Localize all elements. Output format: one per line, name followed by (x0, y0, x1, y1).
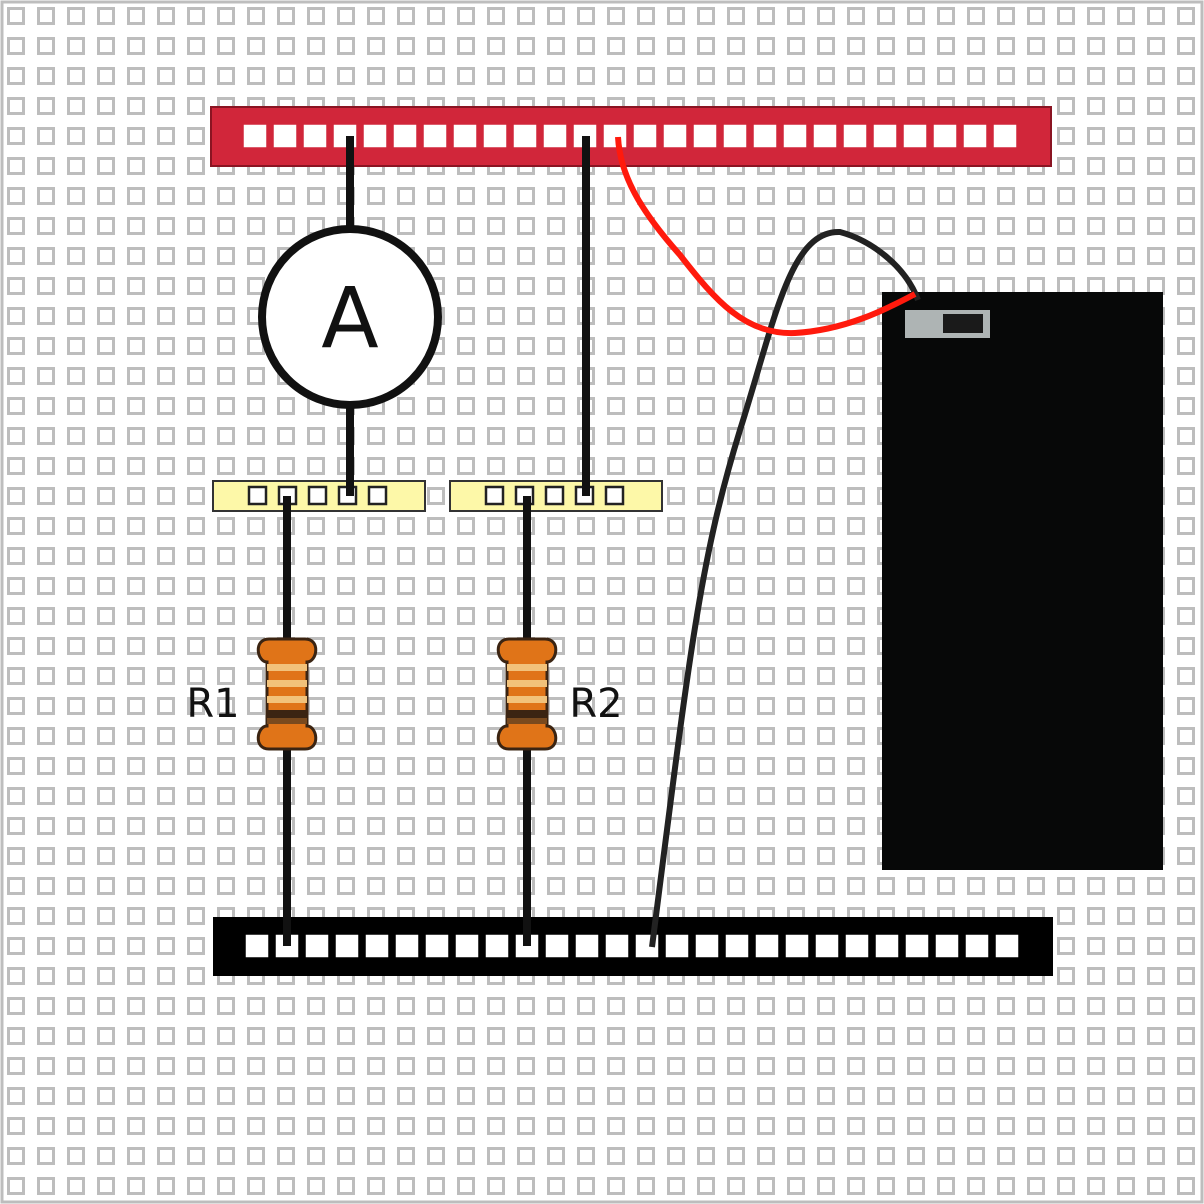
battery-switch-slider[interactable] (943, 314, 983, 333)
positive-rail-hole (693, 124, 717, 148)
positive-rail-hole (873, 124, 897, 148)
positive-rail-hole (843, 124, 867, 148)
wire-battery-negative-lead (649, 228, 921, 948)
positive-rail-hole (663, 124, 687, 148)
positive-rail-hole (393, 124, 417, 148)
ammeter: A (258, 225, 442, 409)
resistor-r1-label: R1 (186, 681, 239, 727)
wire-battery-positive-lead (615, 136, 917, 337)
positive-rail-hole (813, 124, 837, 148)
terminal-strip-right-hole (544, 485, 565, 506)
negative-rail-hole (785, 934, 809, 958)
negative-rail-hole (575, 934, 599, 958)
positive-rail-hole (363, 124, 387, 148)
resistor-r1 (256, 637, 318, 751)
negative-rail-hole (935, 934, 959, 958)
terminal-strip-left-hole (307, 485, 328, 506)
terminal-strip-left (212, 480, 426, 512)
positive-rail-hole (603, 124, 627, 148)
negative-rail-hole (545, 934, 569, 958)
resistor-r1-band-1 (267, 664, 307, 671)
positive-rail-hole (483, 124, 507, 148)
negative-rail (213, 917, 1053, 976)
negative-rail-hole (845, 934, 869, 958)
positive-rail-hole (543, 124, 567, 148)
positive-rail-hole (753, 124, 777, 148)
resistor-r1-band-3 (267, 696, 307, 703)
resistor-r2-body (496, 637, 558, 751)
ammeter-symbol: A (321, 269, 378, 367)
ammeter-circle (258, 225, 442, 409)
negative-rail-hole (875, 934, 899, 958)
negative-rail-hole (605, 934, 629, 958)
positive-rail (210, 106, 1052, 167)
negative-rail-hole (455, 934, 479, 958)
negative-rail-hole (665, 934, 689, 958)
positive-rail-hole (423, 124, 447, 148)
positive-rail-hole (513, 124, 537, 148)
resistor-r2-label: R2 (569, 681, 622, 727)
battery-pack (882, 292, 1163, 870)
negative-rail-hole (995, 934, 1019, 958)
resistor-r2-band-3 (507, 696, 547, 703)
terminal-strip-right (449, 480, 663, 512)
resistor-r1-band-4 (267, 710, 307, 718)
positive-rail-hole (243, 124, 267, 148)
negative-rail-hole (725, 934, 749, 958)
negative-rail-hole (395, 934, 419, 958)
positive-rail-hole (903, 124, 927, 148)
negative-rail-hole (755, 934, 779, 958)
negative-rail-hole (245, 934, 269, 958)
positive-rail-hole (993, 124, 1017, 148)
positive-rail-hole (633, 124, 657, 148)
terminal-strip-left-hole (367, 485, 388, 506)
negative-rail-hole (365, 934, 389, 958)
resistor-r1-band-2 (267, 680, 307, 687)
positive-rail-hole (963, 124, 987, 148)
resistor-r2-band-2 (507, 680, 547, 687)
negative-rail-hole (485, 934, 509, 958)
resistor-r2-band-4 (507, 710, 547, 718)
battery-pack-body (882, 292, 1163, 870)
resistor-r2-band-1 (507, 664, 547, 671)
negative-rail-hole (815, 934, 839, 958)
resistor-r1-band-5 (267, 718, 307, 724)
negative-rail-hole (425, 934, 449, 958)
terminal-strip-right-hole (484, 485, 505, 506)
resistor-r2-band-5 (507, 718, 547, 724)
negative-rail-hole (305, 934, 329, 958)
negative-rail-hole (905, 934, 929, 958)
negative-rail-hole (965, 934, 989, 958)
negative-rail-holes (245, 934, 1019, 958)
negative-rail-hole (695, 934, 719, 958)
positive-rail-hole (303, 124, 327, 148)
resistor-r2 (496, 637, 558, 751)
positive-rail-hole (453, 124, 477, 148)
positive-rail-hole (783, 124, 807, 148)
terminal-strip-left-hole (247, 485, 268, 506)
negative-rail-hole (335, 934, 359, 958)
positive-rail-hole (723, 124, 747, 148)
terminal-strip-right-hole (604, 485, 625, 506)
positive-rail-hole (273, 124, 297, 148)
resistor-r1-body (256, 637, 318, 751)
positive-rail-hole (933, 124, 957, 148)
